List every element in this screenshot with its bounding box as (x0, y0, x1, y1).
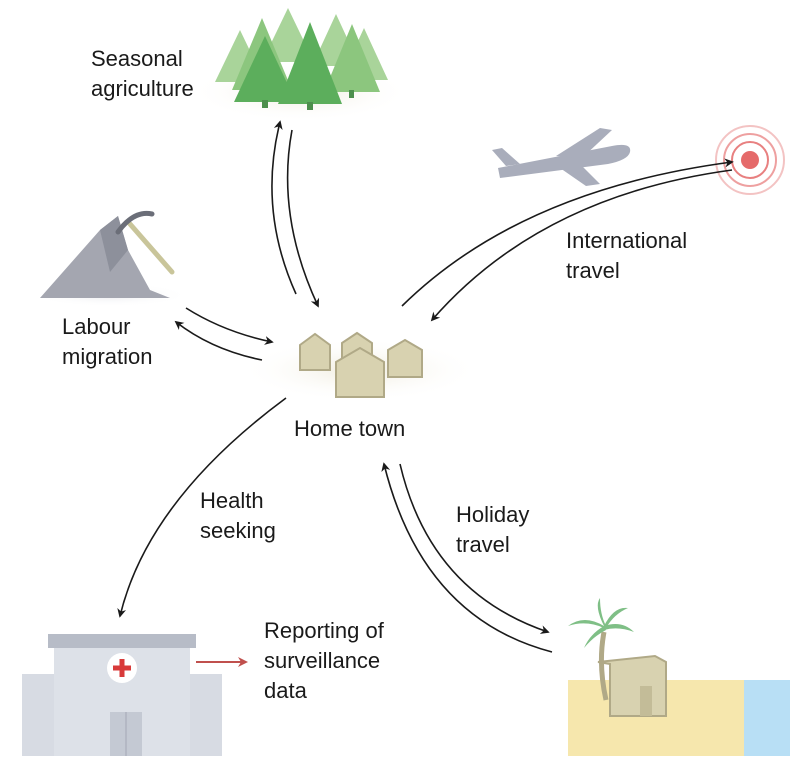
label-labour-line2: migration (62, 344, 153, 369)
forest-icon (190, 8, 410, 122)
label-seasonal-line1: Seasonal (91, 46, 183, 71)
arrow-home-to-holiday (399, 463, 550, 634)
label-health-line1: Health (200, 488, 264, 513)
label-reporting-line1: Reporting of (264, 618, 384, 643)
label-home-town: Home town (294, 416, 406, 441)
hospital-icon (22, 634, 222, 756)
arrow-home-to-health (117, 397, 287, 618)
mountain-icon (30, 216, 190, 307)
airplane-icon (492, 128, 631, 186)
label-international-line1: International (566, 228, 688, 253)
label-holiday-line2: travel (456, 532, 510, 557)
beach-icon (568, 598, 790, 756)
arrow-home-to-agriculture (271, 120, 297, 295)
target-icon (715, 125, 785, 195)
connection-arrows (117, 120, 734, 653)
arrow-agriculture-to-home (286, 129, 320, 308)
houses-icon (240, 331, 480, 402)
arrow-holiday-to-home (381, 462, 553, 653)
label-international-line2: travel (566, 258, 620, 283)
label-holiday-line1: Holiday (456, 502, 530, 527)
label-health-line2: seeking (200, 518, 276, 543)
label-labour-line1: Labour (62, 314, 131, 339)
arrow-home-to-international (401, 158, 734, 307)
arrow-migration-to-home (185, 307, 274, 345)
arrow-home-to-migration (174, 320, 263, 361)
label-reporting-line2: surveillance (264, 648, 381, 673)
label-reporting-line3: data (264, 678, 307, 703)
label-seasonal-line2: agriculture (91, 76, 194, 101)
arrow-international-to-home (430, 169, 733, 322)
pickaxe-icon (115, 210, 175, 275)
